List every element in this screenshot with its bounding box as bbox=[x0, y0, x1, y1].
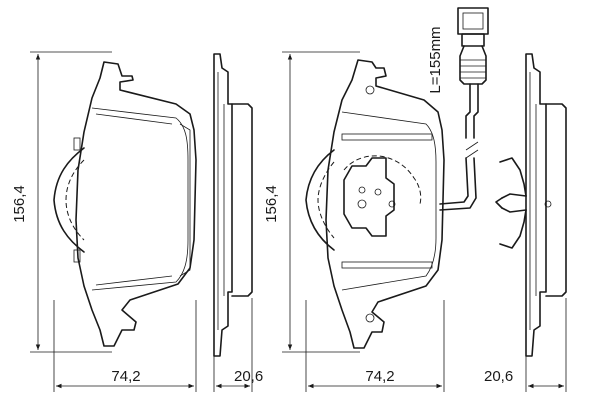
right-pad-side-view bbox=[495, 53, 567, 357]
thickness-label-left: 20,6 bbox=[234, 368, 263, 385]
right-pad-front-view bbox=[305, 59, 445, 349]
thickness-label-right: 20,6 bbox=[484, 368, 513, 385]
left-pad-front-view bbox=[53, 61, 197, 347]
height-label-right: 156,4 bbox=[263, 185, 280, 223]
width-label-right: 74,2 bbox=[365, 368, 394, 385]
dimension-lines bbox=[30, 51, 567, 392]
wear-sensor bbox=[439, 7, 489, 211]
left-pad-side-view bbox=[213, 53, 253, 357]
height-label-left: 156,4 bbox=[11, 185, 28, 223]
width-label-left: 74,2 bbox=[111, 368, 140, 385]
wire-length-label: L=155mm bbox=[427, 26, 444, 93]
